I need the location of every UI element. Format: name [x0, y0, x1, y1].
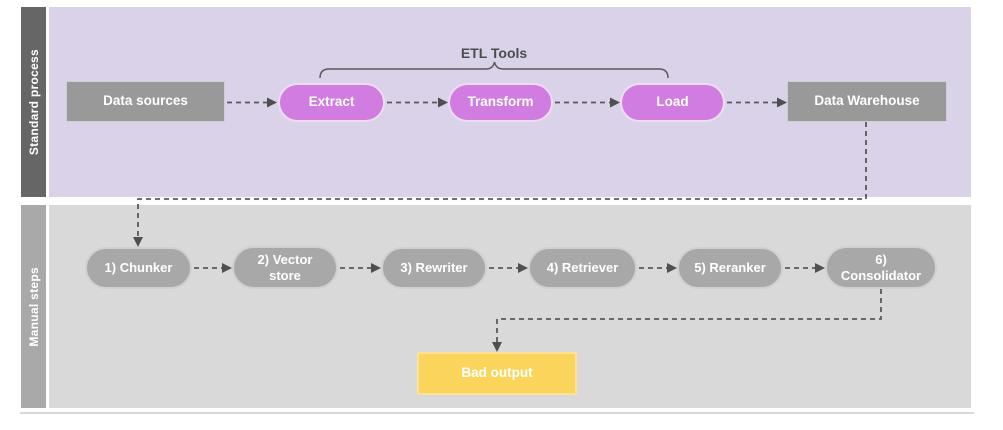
node-chunker-label: 1) Chunker — [104, 260, 173, 276]
node-retriever: 4) Retriever — [528, 247, 637, 289]
node-data-warehouse: Data Warehouse — [787, 81, 947, 122]
node-retriever-label: 4) Retriever — [546, 260, 619, 276]
lane-manual-steps-label-text: Manual steps — [26, 266, 41, 347]
node-extract-label: Extract — [308, 94, 355, 110]
node-chunker: 1) Chunker — [85, 247, 192, 289]
node-consolidator-label: 6) Consolidator — [840, 251, 922, 283]
node-transform: Transform — [448, 83, 553, 122]
node-data-warehouse-label: Data Warehouse — [814, 93, 920, 109]
node-reranker-label: 5) Reranker — [694, 260, 766, 276]
lane-manual-steps-label: Manual steps — [21, 205, 46, 408]
node-transform-label: Transform — [467, 94, 534, 110]
node-data-sources-label: Data sources — [103, 93, 188, 109]
etl-tools-caption: ETL Tools — [460, 45, 528, 61]
node-load-label: Load — [656, 94, 689, 110]
node-rewriter: 3) Rewriter — [381, 247, 487, 289]
node-extract: Extract — [278, 83, 385, 122]
lane-standard-process-label-text: Standard process — [26, 48, 41, 156]
node-bad-output: Bad output — [417, 352, 577, 395]
node-load: Load — [620, 83, 725, 122]
canvas-bottom-rule — [20, 412, 974, 414]
node-vector-store-label: 2) Vector store — [257, 251, 313, 283]
node-vector-store: 2) Vector store — [232, 246, 338, 289]
lane-standard-process-label: Standard process — [21, 7, 46, 197]
node-bad-output-label: Bad output — [461, 365, 533, 381]
node-reranker: 5) Reranker — [677, 247, 783, 289]
node-rewriter-label: 3) Rewriter — [400, 260, 468, 276]
node-consolidator: 6) Consolidator — [825, 246, 937, 289]
node-data-sources: Data sources — [66, 81, 225, 122]
